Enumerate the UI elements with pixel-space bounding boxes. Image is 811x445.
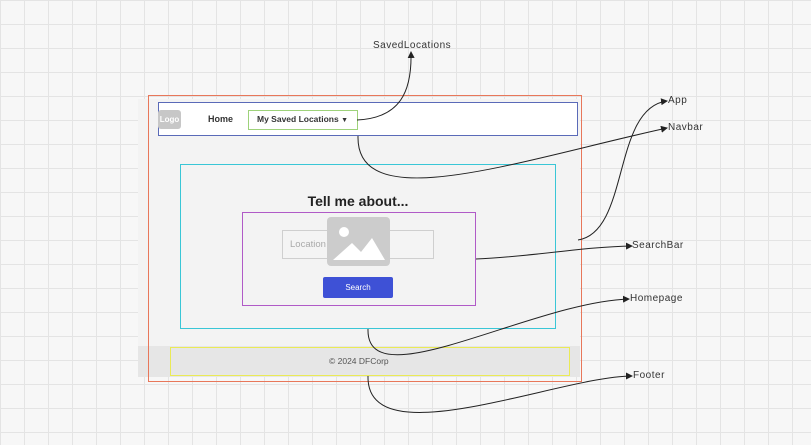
footer-copyright: © 2024 DFCorp xyxy=(329,356,389,366)
nav-home-link[interactable]: Home xyxy=(208,114,234,124)
navbar-region xyxy=(158,102,578,136)
connector-navbar xyxy=(357,125,668,179)
logo[interactable]: Logo xyxy=(158,110,181,129)
searchbar-region xyxy=(242,212,476,306)
app-outline xyxy=(148,95,582,382)
label-searchbar: SearchBar xyxy=(632,240,684,251)
footer-area xyxy=(138,346,580,377)
saved-locations-text: My Saved Locations xyxy=(257,114,339,124)
saved-locations-label: My Saved Locations ▼ xyxy=(257,114,348,124)
connector-searchbar xyxy=(475,242,633,260)
connector-homepage xyxy=(367,295,630,356)
label-navbar: Navbar xyxy=(668,122,704,133)
label-app: App xyxy=(668,95,688,106)
page-heading: Tell me about... xyxy=(307,193,409,209)
connector-app xyxy=(577,98,668,241)
label-footer: Footer xyxy=(633,370,665,381)
label-homepage: Homepage xyxy=(630,293,683,304)
search-button[interactable]: Search xyxy=(323,277,393,298)
image-placeholder-icon xyxy=(327,217,390,266)
caret-down-icon: ▼ xyxy=(341,117,349,124)
footer-outline xyxy=(170,347,570,376)
connector-savedlocations xyxy=(356,51,415,121)
label-savedlocations: SavedLocations xyxy=(373,40,452,51)
connector-footer xyxy=(367,372,633,413)
